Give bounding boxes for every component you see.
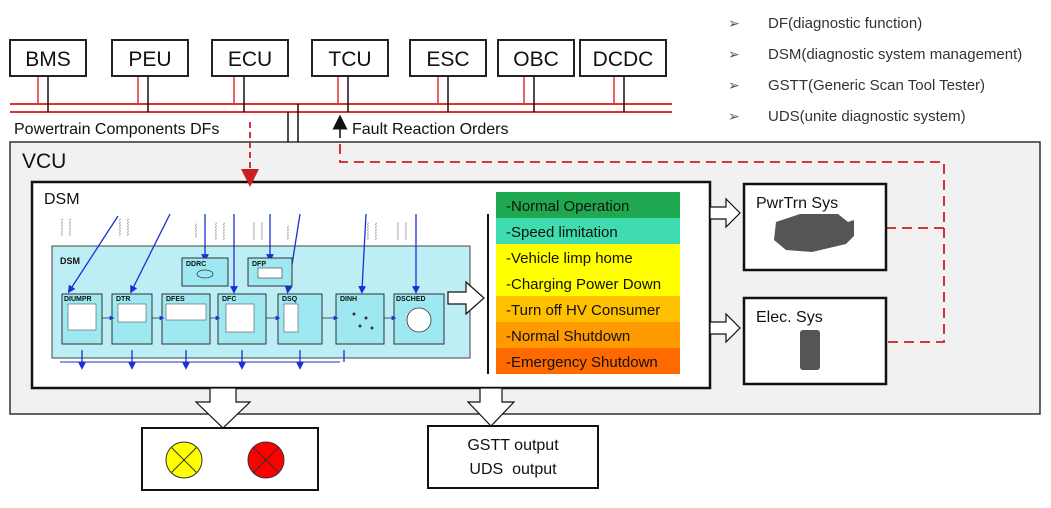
ecu-label: ECU <box>228 48 272 71</box>
dsm-label: DSM <box>44 191 80 208</box>
schematic-to-status-arrow-icon <box>447 280 485 316</box>
to-gstt-arrow-icon <box>466 387 516 427</box>
status-emergency-shutdown-label: -Emergency Shutdown <box>506 354 658 371</box>
status-turn-off-hv-label: -Turn off HV Consumer <box>506 302 660 319</box>
fault-lamp-icon <box>247 441 285 479</box>
fault-reaction-label: Fault Reaction Orders <box>352 121 509 138</box>
to-pwrtrn-arrow-icon <box>709 197 741 229</box>
legend-arrow-icon: ➢ <box>728 46 740 62</box>
status-charging-power-down-label: -Charging Power Down <box>506 276 661 293</box>
status-charging-power-down <box>496 270 680 296</box>
powertrain-dfs-label: Powertrain Components DFs <box>14 121 219 138</box>
legend-item: DSM(diagnostic system management) <box>768 46 1022 63</box>
schematic-note: ~~~~~~ <box>260 222 266 240</box>
legend: ➢ DF(diagnostic function) ➢ DSM(diagnost… <box>728 15 1022 125</box>
status-normal-shutdown <box>496 322 680 348</box>
dinh-block-label: DINH <box>340 296 357 303</box>
battery-icon <box>800 330 820 370</box>
gstt-output-label: GSTT output <box>467 437 559 454</box>
schematic-note: ~~~~~~ <box>252 222 258 240</box>
status-speed-limitation-label: -Speed limitation <box>506 224 618 241</box>
status-normal-operation-label: -Normal Operation <box>506 198 629 215</box>
schematic-note: ~~~~~~ <box>214 222 220 240</box>
obc-label: OBC <box>513 48 559 71</box>
bms-label: BMS <box>25 48 71 71</box>
legend-arrow-icon: ➢ <box>728 77 740 93</box>
schematic-note: ~~~~~~ <box>366 222 372 240</box>
tcu-node: TCU <box>311 39 389 112</box>
dsq-block-label: DSQ <box>282 296 298 303</box>
peu-node: PEU <box>111 39 189 112</box>
motor-icon <box>774 214 854 252</box>
tcu-label: TCU <box>328 48 371 71</box>
warning-lamp-icon <box>165 441 203 479</box>
status-emergency-shutdown <box>496 348 680 374</box>
dsched-block-label: DSCHED <box>396 296 426 303</box>
status-speed-limitation <box>496 218 680 244</box>
to-elec-arrow-icon <box>709 312 741 344</box>
ddrc-block-label: DDRC <box>186 261 206 268</box>
schematic-note: ~~~~~~ <box>68 218 74 236</box>
dsm-schematic-title: DSM <box>60 256 80 266</box>
schematic-note: ~~~~~~ <box>396 222 402 240</box>
legend-item: GSTT(Generic Scan Tool Tester) <box>768 77 985 94</box>
peu-label: PEU <box>128 48 171 71</box>
schematic-note: ~~~~~~ <box>60 218 66 236</box>
legend-item: UDS(unite diagnostic system) <box>768 108 966 125</box>
obc-node: OBC <box>497 39 575 112</box>
schematic-note: ~~~~~~ <box>118 218 124 236</box>
dfc-block-label: DFC <box>222 296 236 303</box>
status-normal-operation <box>496 192 680 218</box>
ecu-node: ECU <box>211 39 289 112</box>
schematic-note: ~~~~~~ <box>404 222 410 240</box>
esc-node: ESC <box>409 39 487 112</box>
dfp-block-label: DFP <box>252 261 266 268</box>
diumpr-block-label: DIUMPR <box>64 296 92 303</box>
fault-reaction-dashed-path <box>339 144 945 343</box>
dcdc-label: DCDC <box>593 48 654 71</box>
schematic-note: ~~~~~~ <box>222 222 228 240</box>
status-vehicle-limp-home-label: -Vehicle limp home <box>506 250 633 267</box>
pwrtrn-sys-label: PwrTrn Sys <box>756 195 838 212</box>
legend-arrow-icon: ➢ <box>728 108 740 124</box>
gstt-uds-box <box>427 425 599 489</box>
vcu-label: VCU <box>22 150 66 173</box>
uds-output-label: UDS output <box>469 461 557 478</box>
dcdc-node: DCDC <box>579 39 667 112</box>
esc-label: ESC <box>426 48 469 71</box>
schematic-note: ~~~~~~ <box>126 218 132 236</box>
legend-item: DF(diagnostic function) <box>768 15 922 32</box>
status-vehicle-limp-home <box>496 244 680 270</box>
bms-node: BMS <box>9 39 87 112</box>
legend-arrow-icon: ➢ <box>728 15 740 31</box>
elec-sys-label: Elec. Sys <box>756 309 823 326</box>
to-lamps-arrow-icon <box>194 387 252 429</box>
schematic-note: ~~~~~~ <box>374 222 380 240</box>
schematic-note: ~~~~~ <box>194 223 200 238</box>
dtr-block-label: DTR <box>116 296 130 303</box>
status-turn-off-hv <box>496 296 680 322</box>
status-normal-shutdown-label: -Normal Shutdown <box>506 328 630 345</box>
dsm-schematic: DSM ~~~~~~ ~~~~~~ ~~~~~~ ~~~~~~ ~~~~~ ~~… <box>51 213 471 370</box>
status-levels: -Normal Operation -Speed limitation -Veh… <box>496 192 680 374</box>
dfes-block-label: DFES <box>166 296 185 303</box>
schematic-note: ~~~~~ <box>286 225 292 240</box>
